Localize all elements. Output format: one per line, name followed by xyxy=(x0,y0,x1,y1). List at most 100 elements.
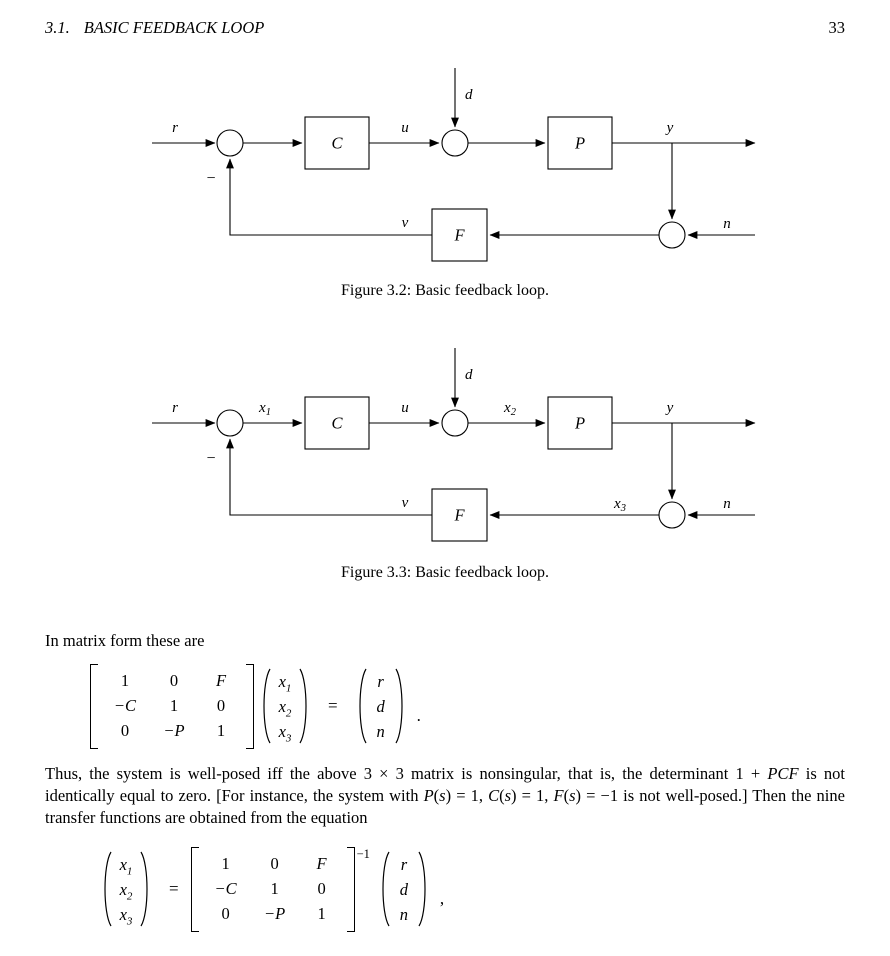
running-header: 3.1. BASIC FEEDBACK LOOP 33 xyxy=(45,18,845,38)
state-vector: x1 x2 x3 xyxy=(259,667,311,745)
label-block-F: F xyxy=(453,506,465,525)
left-paren xyxy=(263,669,271,744)
matrix-cell: 0 xyxy=(169,671,179,691)
vector-entry: x2 xyxy=(119,879,133,903)
figure-3-2: r − C u d P y n F v xyxy=(115,58,845,268)
vector-column: x1 x2 x3 xyxy=(113,852,139,927)
matrix-cell: −C xyxy=(113,696,137,716)
vector-entry: r xyxy=(377,671,384,691)
section-title: BASIC FEEDBACK LOOP xyxy=(83,18,265,37)
right-bracket xyxy=(246,663,254,749)
vector-entry: r xyxy=(400,854,408,874)
matrix-inverse-exponent: −1 xyxy=(356,846,370,861)
equation-period: . xyxy=(416,706,421,726)
label-x2: x2 xyxy=(503,400,517,418)
right-paren xyxy=(395,669,403,744)
summing-junction-1 xyxy=(216,409,244,437)
matrix-grid: 1 0 F −C 1 0 0 −P 1 xyxy=(199,847,347,932)
matrix-cell: −P xyxy=(263,904,286,924)
label-y: y xyxy=(665,120,674,136)
section-heading: 3.1. BASIC FEEDBACK LOOP xyxy=(45,18,264,38)
input-vector: r d n xyxy=(355,667,407,745)
equals-sign: = xyxy=(328,696,338,716)
label-x3: x3 xyxy=(613,496,626,514)
vector-entry: d xyxy=(376,696,385,716)
vector-entry: d xyxy=(399,879,409,899)
label-r: r xyxy=(172,120,178,136)
figure-3-3-caption: Figure 3.3: Basic feedback loop. xyxy=(341,564,549,581)
matrix-cell: 1 xyxy=(270,879,279,899)
equation-comma: , xyxy=(439,889,445,909)
figure-3-2-diagram: r − C u d P y n F v xyxy=(152,68,756,262)
matrix-cell: 1 xyxy=(216,721,226,741)
minus-sign: − xyxy=(206,450,215,467)
feedback-line xyxy=(226,158,432,236)
right-paren xyxy=(299,669,307,744)
vector-column: r d n xyxy=(368,669,394,744)
matrix-cell: 0 xyxy=(270,854,279,874)
summing-junction-2 xyxy=(441,409,469,437)
matrix-cell: F xyxy=(215,671,227,691)
matrix-equation-1: 1 0 F −C 1 0 0 −P 1 x1 x2 x3 = xyxy=(90,663,845,749)
matrix-equation-2: x1 x2 x3 = 1 0 F −C 1 0 0 −P 1 −1 xyxy=(95,846,845,932)
left-paren xyxy=(104,851,112,927)
matrix-cell: −C xyxy=(214,879,237,899)
matrix-cell: 0 xyxy=(120,721,130,741)
label-n: n xyxy=(723,496,731,512)
label-u: u xyxy=(401,400,409,416)
coefficient-matrix: 1 0 F −C 1 0 0 −P 1 xyxy=(190,846,355,932)
summing-junction-3 xyxy=(658,501,686,529)
vector-entry: x2 xyxy=(278,696,292,720)
matrix-cell: 1 xyxy=(317,904,326,924)
label-block-F: F xyxy=(453,226,465,245)
label-block-C: C xyxy=(331,414,343,433)
state-vector: x1 x2 x3 xyxy=(100,850,152,928)
equals-sign: = xyxy=(169,879,179,899)
section-number: 3.1. xyxy=(45,18,70,37)
figure-3-3-diagram: r − x1 C u d x2 P y n x3 F v xyxy=(152,348,756,542)
left-bracket xyxy=(90,663,98,749)
matrix-grid: 1 0 F −C 1 0 0 −P 1 xyxy=(98,664,246,749)
summing-junction-2 xyxy=(441,129,469,157)
label-block-P: P xyxy=(574,414,585,433)
left-paren xyxy=(382,851,390,927)
label-block-C: C xyxy=(331,134,343,153)
left-bracket xyxy=(190,846,199,932)
minus-sign: − xyxy=(206,170,215,187)
vector-entry: x1 xyxy=(278,671,292,695)
matrix-cell: 1 xyxy=(120,671,130,691)
left-paren xyxy=(359,669,367,744)
label-r: r xyxy=(172,400,178,416)
matrix-cell: 1 xyxy=(169,696,179,716)
summing-junction-1 xyxy=(216,129,244,157)
matrix-cell: −P xyxy=(163,721,185,741)
figure-3-2-caption: Figure 3.2: Basic feedback loop. xyxy=(341,282,549,299)
vector-entry: x3 xyxy=(278,721,292,745)
matrix-cell: 0 xyxy=(317,879,326,899)
right-bracket xyxy=(346,846,355,932)
page-number: 33 xyxy=(828,18,846,37)
label-v: v xyxy=(402,215,409,231)
label-u: u xyxy=(401,120,409,136)
vector-column: x1 x2 x3 xyxy=(272,669,298,744)
matrix-cell: 0 xyxy=(221,904,230,924)
label-y: y xyxy=(665,400,674,416)
coefficient-matrix: 1 0 F −C 1 0 0 −P 1 xyxy=(90,663,254,749)
feedback-line xyxy=(226,438,432,516)
label-x1: x1 xyxy=(258,400,271,418)
matrix-cell: F xyxy=(316,854,327,874)
right-paren xyxy=(140,851,148,927)
matrix-cell: 1 xyxy=(221,854,230,874)
label-v: v xyxy=(402,495,409,511)
vector-entry: n xyxy=(399,904,409,924)
summing-junction-3 xyxy=(658,221,686,249)
vector-entry: n xyxy=(376,721,385,741)
vector-column: r d n xyxy=(391,852,417,927)
matrix-cell: 0 xyxy=(216,696,226,716)
label-n: n xyxy=(723,216,731,232)
vector-entry: x1 xyxy=(119,854,133,878)
figure-3-3: r − x1 C u d x2 P y n x3 F v xyxy=(115,338,845,548)
label-d: d xyxy=(465,367,473,383)
vector-entry: x3 xyxy=(119,904,133,928)
